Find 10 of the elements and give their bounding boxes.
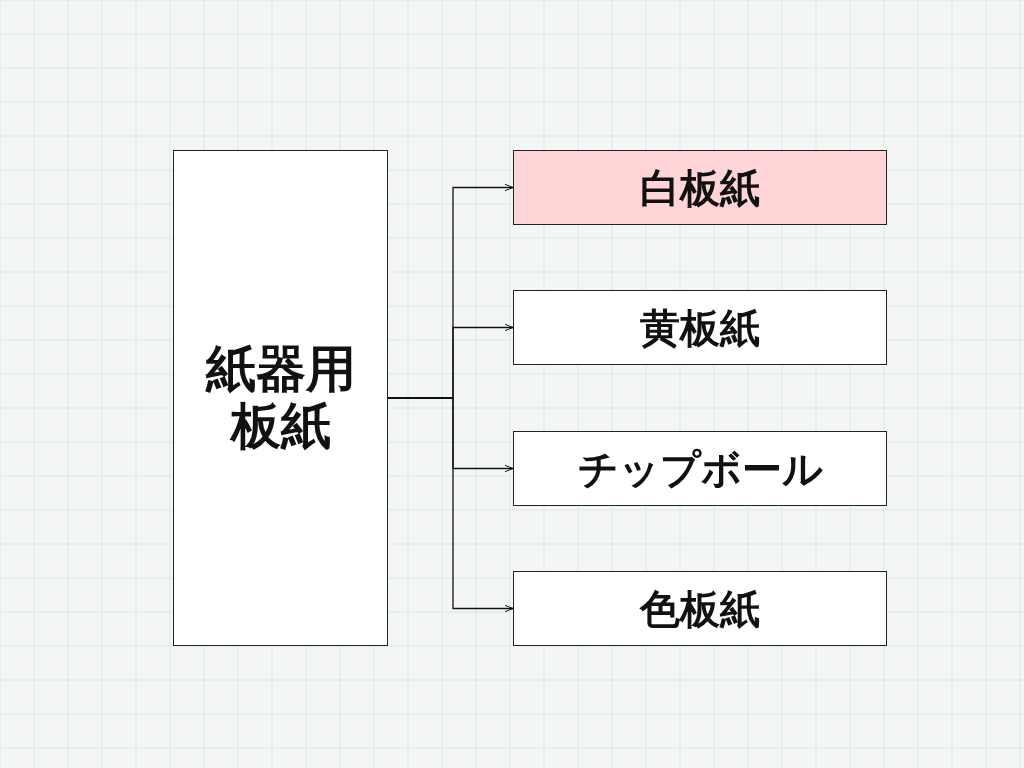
category-box [173, 150, 388, 646]
type-box [513, 150, 887, 225]
box-label: チップボール [577, 445, 823, 492]
box-label: 黄板紙 [640, 304, 760, 351]
box-label: 色板紙 [640, 585, 760, 632]
type-box [513, 571, 887, 646]
box-label: 白板紙 [640, 164, 760, 211]
type-box [513, 290, 887, 365]
type-box [513, 431, 887, 506]
box-label: 紙器用板紙 [205, 340, 356, 456]
